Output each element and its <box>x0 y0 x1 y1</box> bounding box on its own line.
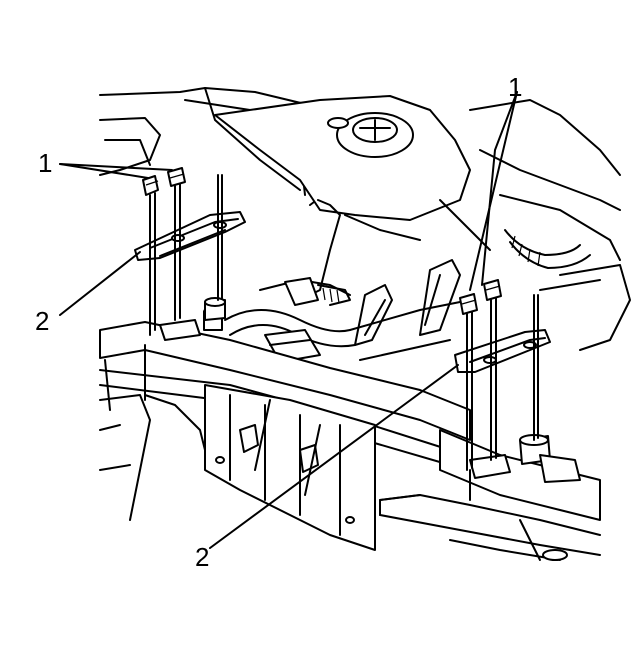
mid-components <box>203 259 471 363</box>
right-bolts <box>459 279 539 471</box>
callout-1-right: 1 <box>508 72 522 102</box>
callout-2-bottom: 2 <box>195 542 209 572</box>
right-mount-bracket <box>454 329 581 483</box>
crossmember-frame <box>99 321 601 561</box>
callout-1-left: 1 <box>38 148 52 178</box>
engine-body <box>99 87 631 351</box>
left-mount-bracket <box>134 211 246 341</box>
callout-leaders <box>59 91 518 549</box>
left-bolts <box>142 167 223 336</box>
callout-2-left: 2 <box>35 306 49 336</box>
